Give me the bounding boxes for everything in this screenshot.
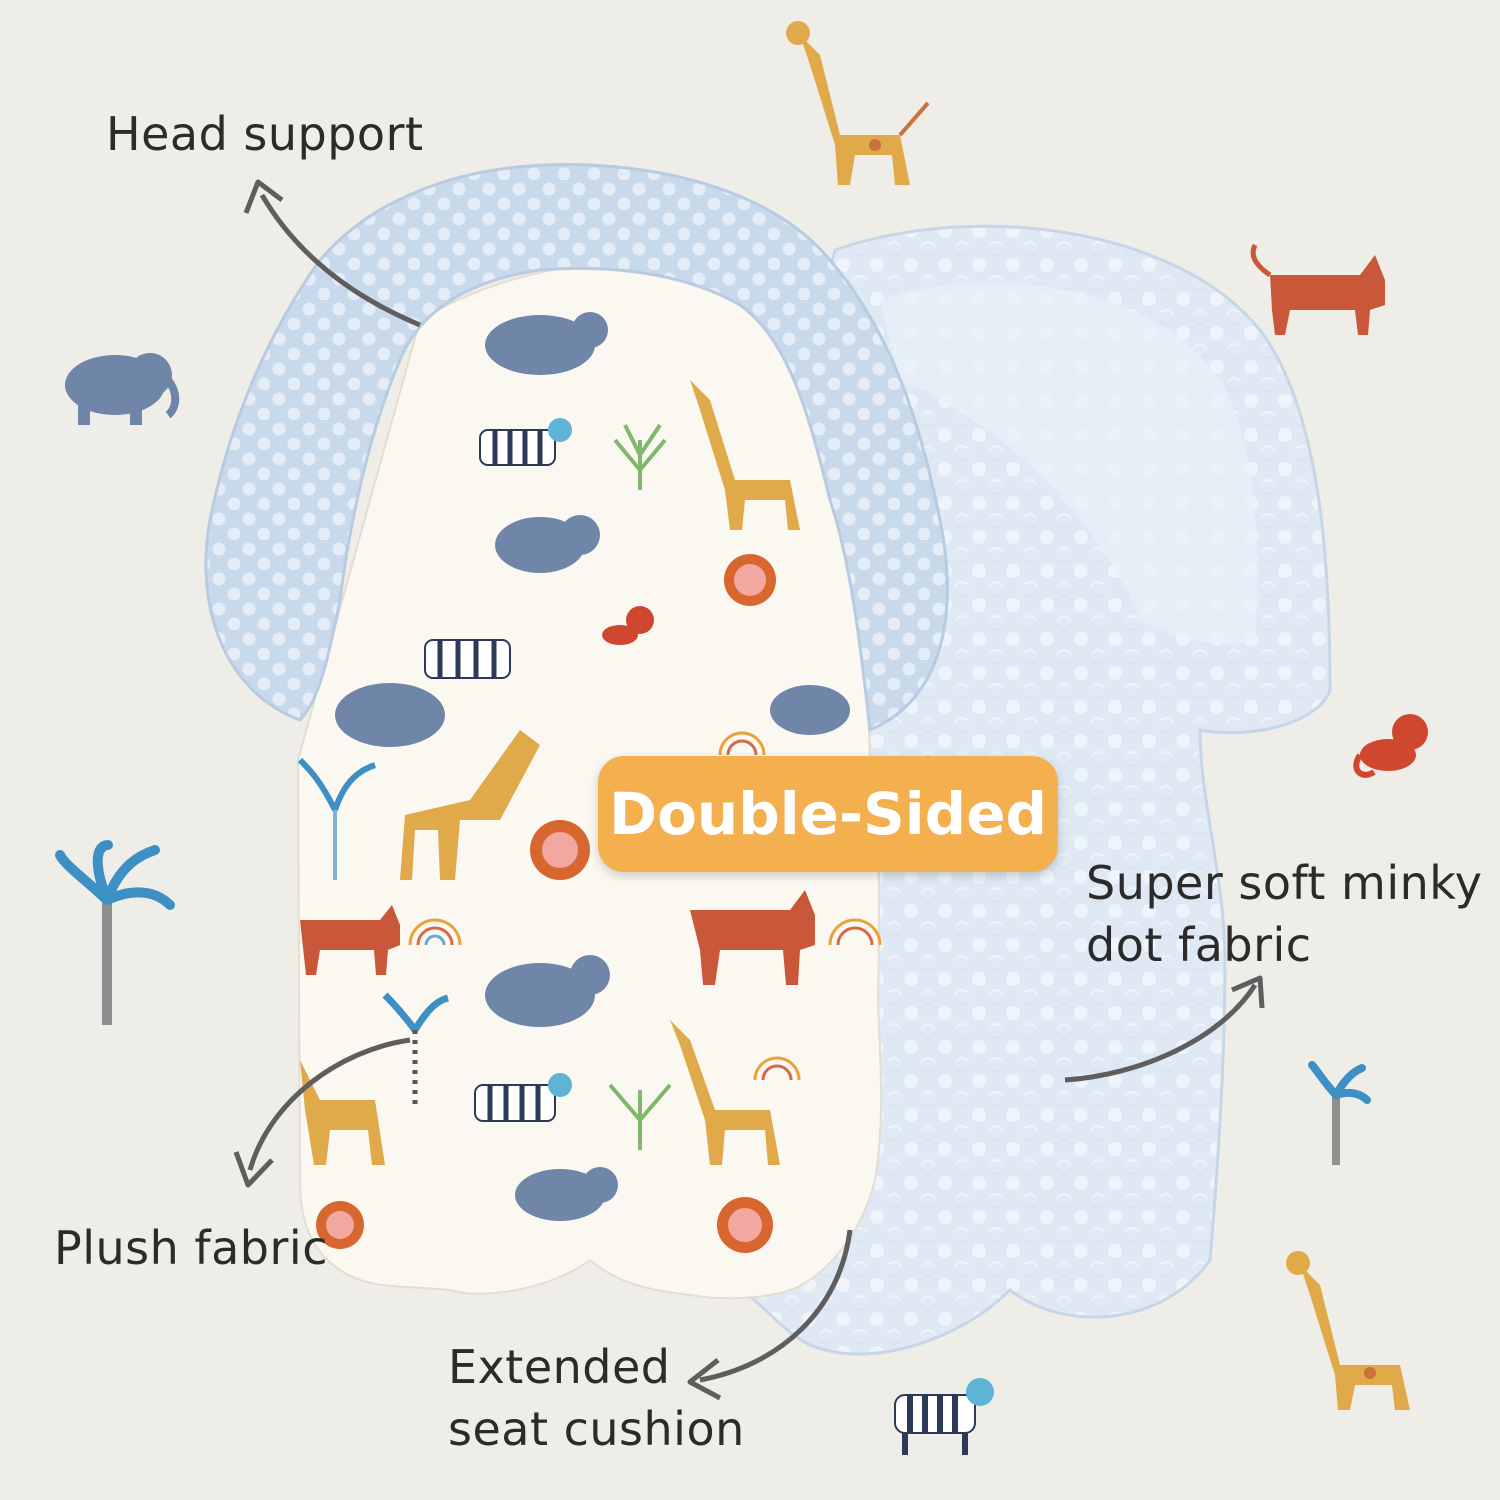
label-minky-line1: Super soft minky: [1086, 856, 1483, 910]
giraffe-icon: [690, 380, 800, 530]
giraffe-icon: [670, 1020, 780, 1165]
palm-tree-icon: [55, 840, 175, 1025]
label-minky-fabric: Super soft minky dot fabric: [1086, 852, 1483, 976]
elephant-icon: [515, 1167, 618, 1221]
label-plush-fabric: Plush fabric: [54, 1221, 328, 1275]
zebra-icon: [894, 1378, 994, 1455]
giraffe-icon: [1286, 1251, 1410, 1410]
lion-icon: [316, 1197, 773, 1253]
palm-tree-icon: [382, 992, 449, 1110]
monkey-icon: [602, 606, 654, 645]
zebra-icon: [424, 639, 511, 679]
palm-tree-icon: [1308, 1061, 1371, 1165]
arrow-extended-cushion: [687, 1229, 853, 1401]
label-extended-cushion: Extended seat cushion: [448, 1336, 745, 1460]
hippo-icon: [485, 955, 610, 1027]
hippo-icon: [335, 683, 850, 747]
arrow-minky-fabric: [1064, 975, 1265, 1083]
cat-icon: [1250, 243, 1385, 335]
label-extended-line1: Extended: [448, 1340, 671, 1394]
elephant-icon: [65, 353, 180, 425]
fabric-print: [297, 312, 882, 1253]
head-support-bolster: [204, 162, 949, 733]
zebra-icon: [479, 418, 572, 466]
elephant-icon: [495, 515, 600, 573]
arrow-head-support: [243, 179, 421, 328]
cat-icon: [300, 905, 400, 975]
giraffe-icon: [786, 21, 930, 185]
rainbow-icon: [408, 731, 882, 1081]
palm-tree-icon: [297, 757, 377, 880]
zebra-icon: [474, 1073, 572, 1122]
hippo-icon: [485, 312, 608, 375]
bush-icon: [608, 423, 672, 1150]
giraffe-icon: [300, 1060, 385, 1165]
lion-icon: [530, 820, 590, 880]
cat-icon: [690, 890, 815, 985]
label-head-support: Head support: [106, 107, 424, 161]
giraffe-icon: [400, 730, 540, 880]
lion-icon: [724, 554, 776, 606]
monkey-icon: [1353, 714, 1428, 778]
arrow-plush-fabric: [233, 1037, 411, 1188]
double-sided-badge: Double-Sided: [598, 756, 1058, 872]
label-extended-line2: seat cushion: [448, 1402, 745, 1456]
label-minky-line2: dot fabric: [1086, 918, 1312, 972]
